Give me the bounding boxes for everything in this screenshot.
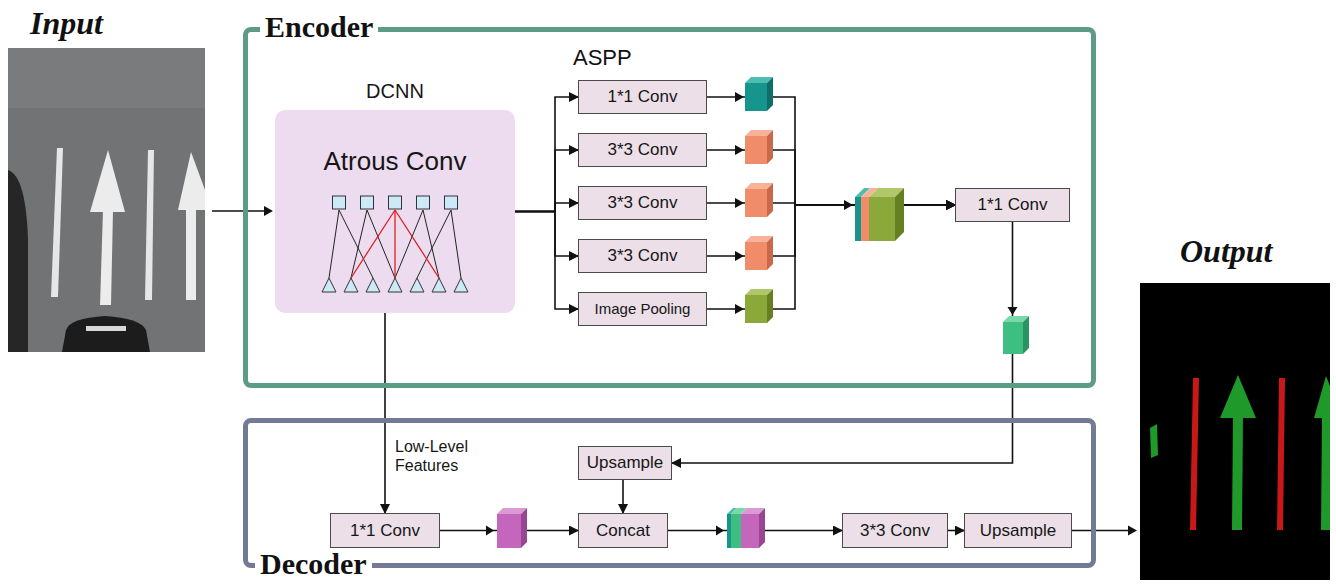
flow-connector: [948, 530, 964, 532]
flow-connector: [515, 150, 578, 212]
process-box: Upsample: [964, 513, 1072, 548]
panel-title: Input: [30, 4, 103, 42]
process-box: 3*3 Conv: [578, 239, 707, 273]
panel-title: Output: [1180, 232, 1272, 270]
process-box: 1*1 Conv: [955, 188, 1070, 222]
process-box: 3*3 Conv: [842, 513, 948, 548]
flow-connector: [707, 205, 955, 309]
flow-connector: [622, 480, 624, 513]
feature-cube: [497, 508, 527, 548]
box-label: 1*1 Conv: [608, 87, 678, 107]
feature-cube: [745, 130, 773, 164]
box-label: 3*3 Conv: [860, 521, 930, 541]
concat-cube: [855, 188, 904, 241]
flow-connector: [515, 212, 578, 310]
process-box: 3*3 Conv: [578, 186, 707, 220]
box-label: 3*3 Conv: [608, 193, 678, 213]
atrous-conv-illustration: [275, 110, 515, 313]
flow-connector: [707, 150, 955, 205]
flow-connector: [707, 97, 955, 205]
module-name: ASPP: [573, 45, 632, 71]
dcnn-block: DCNNAtrous Conv: [275, 110, 515, 313]
box-label: 1*1 Conv: [350, 521, 420, 541]
section-heading: Decoder: [255, 547, 372, 581]
input-photo: [8, 48, 205, 352]
concat-cube: [727, 508, 765, 548]
flow-connector: [515, 212, 578, 257]
feature-cube: [745, 289, 773, 323]
feature-cube: [1003, 316, 1029, 354]
arrow-head: [486, 92, 1018, 536]
process-box: Image Pooling: [578, 292, 707, 326]
process-box: 1*1 Conv: [330, 513, 440, 548]
box-label: Concat: [596, 521, 650, 541]
flow-connector: [707, 205, 955, 256]
block-title: Atrous Conv: [323, 146, 466, 176]
section-heading: Encoder: [260, 10, 378, 44]
feature-cube: [745, 236, 773, 270]
box-label: Image Pooling: [595, 299, 691, 319]
box-label: Upsample: [980, 521, 1057, 541]
box-label: 3*3 Conv: [608, 246, 678, 266]
box-label: 1*1 Conv: [978, 195, 1048, 215]
encoder-frame: Encoder DCNNAtrous Conv1*1 Conv3*3 Conv3…: [243, 27, 1096, 388]
output-mask: [1140, 283, 1330, 580]
decoder-frame: Decoder1*1 ConvUpsampleConcat3*3 ConvUps…: [243, 418, 1096, 568]
flow-connector: [384, 313, 386, 513]
process-box: Upsample: [578, 446, 672, 480]
feature-cube: [745, 183, 773, 217]
flow-connector: [515, 97, 578, 212]
flow-connector: [672, 222, 1013, 463]
process-box: Concat: [578, 513, 668, 548]
box-label: 3*3 Conv: [608, 140, 678, 160]
feature-cube: [745, 77, 773, 111]
process-box: 1*1 Conv: [578, 80, 707, 114]
box-label: Upsample: [587, 453, 664, 473]
process-box: 3*3 Conv: [578, 133, 707, 167]
flow-connector: [515, 203, 578, 212]
edge-label: Low-Level Features: [395, 437, 487, 475]
block-name: DCNN: [366, 79, 424, 103]
